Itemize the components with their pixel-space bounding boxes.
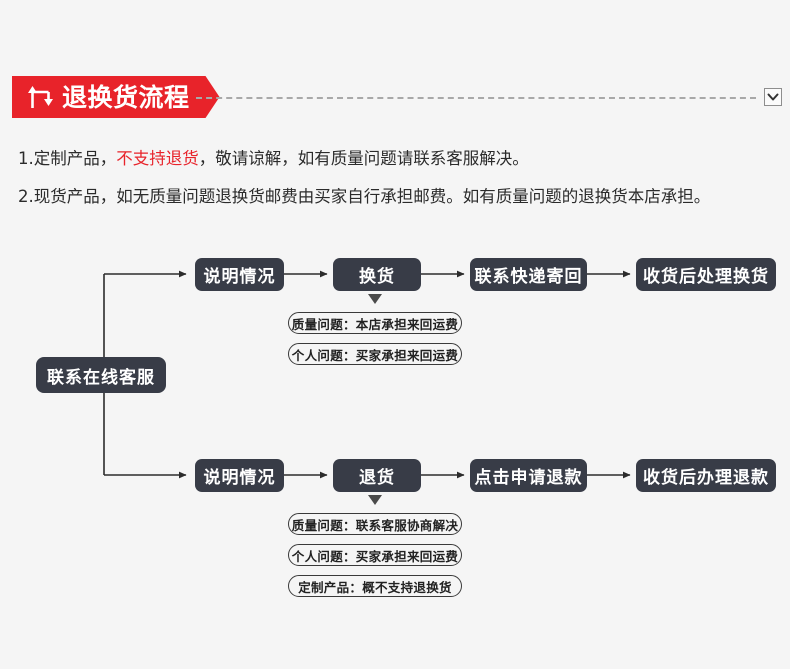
- flow-note-exchange-quality: 质量问题：本店承担来回运费: [288, 312, 462, 334]
- section-header: 退换货流程: [0, 76, 790, 120]
- flow-note-return-custom: 定制产品：概不支持退换货: [288, 575, 462, 597]
- header-dashed-divider: [196, 97, 756, 99]
- policy-line-1: 1.定制产品，不支持退货，敬请谅解，如有质量问题请联系客服解决。: [18, 140, 778, 178]
- flow-node-exchange-step-3[interactable]: 联系快递寄回: [470, 258, 587, 291]
- returns-flowchart: 联系在线客服 说明情况 换货 联系快递寄回 收货后处理换货 质量问题：本店承担来…: [0, 232, 790, 632]
- flowchart-connectors: [103, 270, 631, 505]
- flow-node-root-contact-service[interactable]: 联系在线客服: [36, 357, 166, 393]
- policy-line-1-suffix: ，敬请谅解，如有质量问题请联系客服解决。: [198, 149, 529, 168]
- flow-note-exchange-personal: 个人问题：买家承担来回运费: [288, 343, 462, 365]
- exchange-arrows-icon: [26, 84, 56, 110]
- flow-node-exchange-step-1[interactable]: 说明情况: [195, 258, 284, 291]
- policy-line-2: 2.现货产品，如无质量问题退换货邮费由买家自行承担邮费。如有质量问题的退换货本店…: [18, 178, 778, 216]
- flow-node-exchange-step-4[interactable]: 收货后处理换货: [636, 258, 776, 291]
- flow-node-return-step-1[interactable]: 说明情况: [195, 459, 284, 492]
- policy-line-1-prefix: 1.定制产品，: [18, 149, 117, 168]
- flow-node-return-step-4[interactable]: 收货后办理退款: [636, 459, 776, 492]
- flow-note-return-quality: 质量问题：联系客服协商解决: [288, 513, 462, 535]
- flow-node-return-step-2[interactable]: 退货: [333, 459, 421, 492]
- flow-note-return-personal: 个人问题：买家承担来回运费: [288, 544, 462, 566]
- section-title: 退换货流程: [62, 82, 190, 112]
- policy-line-2-prefix: 2.现货产品，如无质量问题退换货邮费由买家自行承担邮费。如有质量问题的退换货本店…: [18, 187, 711, 206]
- flow-node-exchange-step-2[interactable]: 换货: [333, 258, 421, 291]
- flow-node-return-step-3[interactable]: 点击申请退款: [470, 459, 587, 492]
- policy-line-1-highlight: 不支持退货: [116, 149, 199, 168]
- policy-text-block: 1.定制产品，不支持退货，敬请谅解，如有质量问题请联系客服解决。 2.现货产品，…: [18, 140, 778, 216]
- chevron-down-icon[interactable]: [764, 88, 782, 106]
- section-header-banner: 退换货流程: [12, 76, 220, 118]
